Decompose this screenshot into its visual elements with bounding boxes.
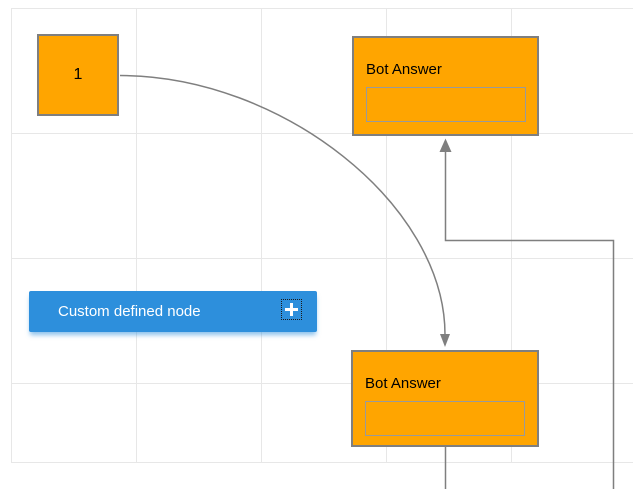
node-start[interactable]: 1 [37, 34, 119, 116]
bot-answer-placeholder-box [365, 401, 525, 436]
connector-bezier[interactable] [119, 74, 450, 348]
plus-icon [285, 303, 298, 316]
arrowhead-down-icon [440, 334, 450, 347]
node-bot-answer-bottom[interactable]: Bot Answer [351, 350, 539, 447]
node-custom-defined[interactable]: Custom defined node [29, 291, 317, 332]
custom-node-label: Custom defined node [58, 303, 201, 320]
arrowhead-up-icon [439, 138, 452, 152]
node-bot-answer-top[interactable]: Bot Answer [352, 36, 539, 136]
add-node-button[interactable] [281, 299, 302, 320]
bot-answer-placeholder-box [366, 87, 526, 122]
node-start-label: 1 [73, 66, 83, 83]
bot-answer-title: Bot Answer [366, 61, 442, 78]
bot-answer-title: Bot Answer [365, 375, 441, 392]
connector-elbow[interactable] [439, 138, 615, 489]
